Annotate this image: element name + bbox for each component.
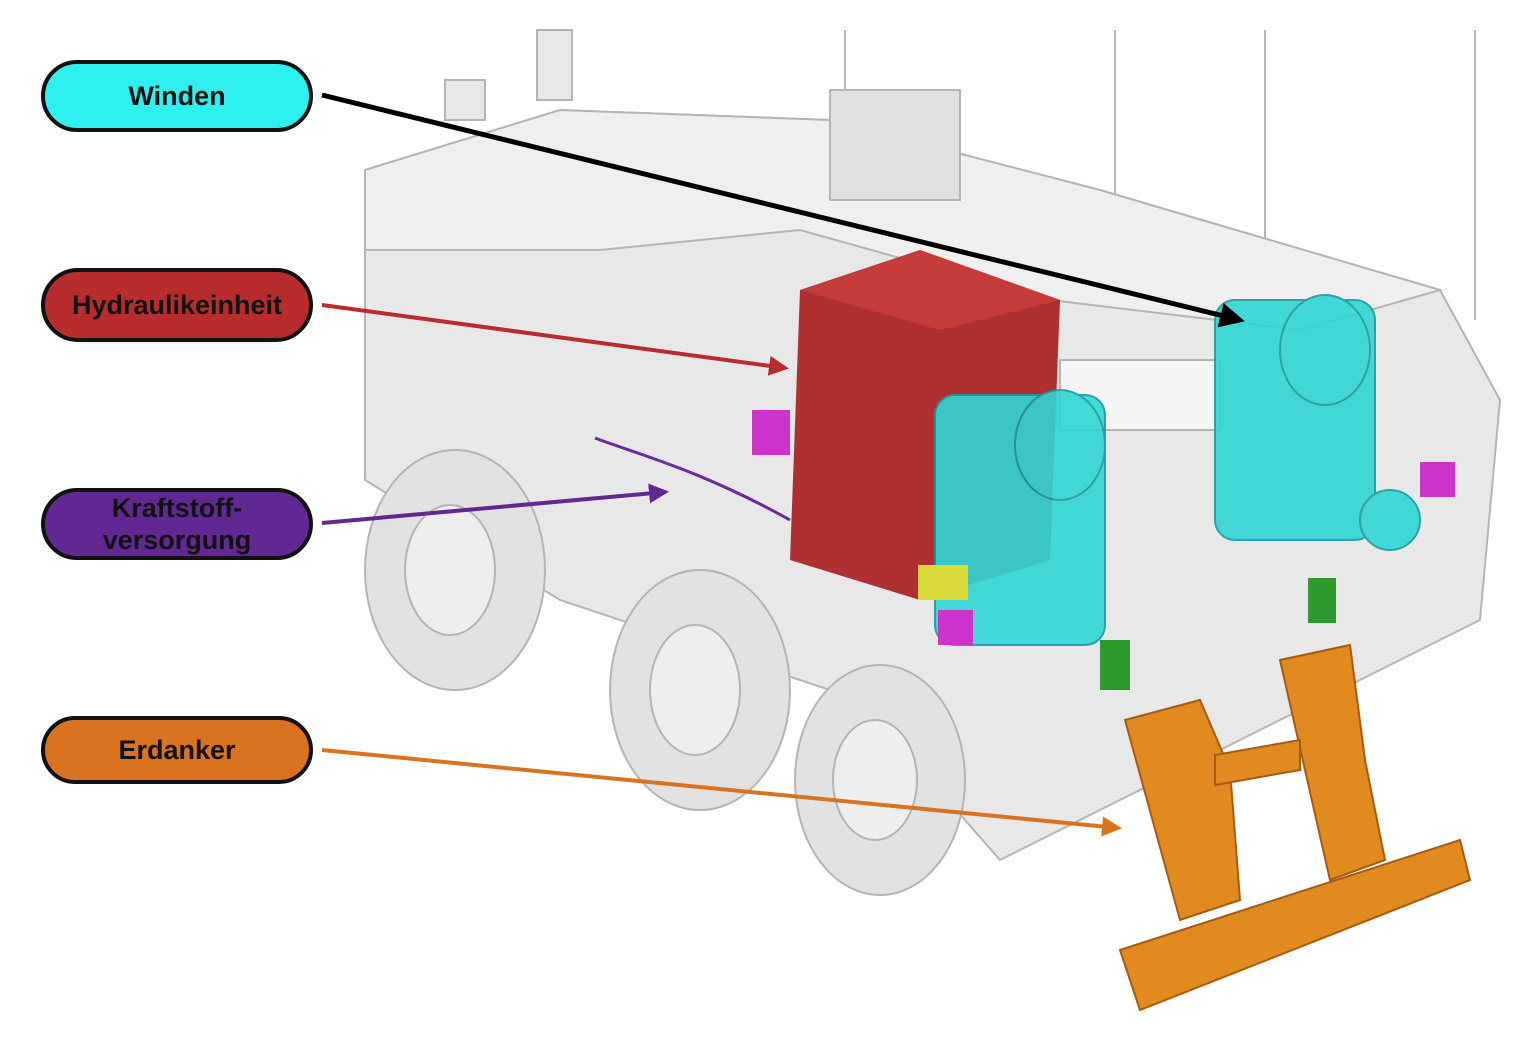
ground-anchor — [1118, 643, 1472, 1012]
arrow-winden — [321, 92, 1245, 328]
arrow-kraftstoff — [321, 483, 669, 525]
label-text: Erdanker — [118, 734, 236, 765]
label-kraftstoffversorgung: Kraftstoff-versorgung — [41, 488, 313, 560]
label-text: Hydraulikeinheit — [71, 289, 283, 320]
label-text: Winden — [128, 80, 226, 111]
arrow-erdanker — [321, 748, 1122, 837]
wheel — [364, 449, 546, 691]
wheel — [609, 569, 791, 811]
label-text: Kraftstoff- — [111, 492, 243, 523]
label-text: versorgung — [102, 525, 252, 555]
winches — [934, 294, 1421, 646]
label-erdanker: Erdanker — [41, 716, 313, 784]
wheel — [794, 664, 966, 896]
small-parts — [752, 410, 1455, 690]
label-hydraulikeinheit: Hydraulikeinheit — [41, 268, 313, 342]
label-winden: Winden — [41, 60, 313, 132]
arrow-hydraulik — [321, 303, 789, 376]
fuel-line — [594, 436, 791, 522]
